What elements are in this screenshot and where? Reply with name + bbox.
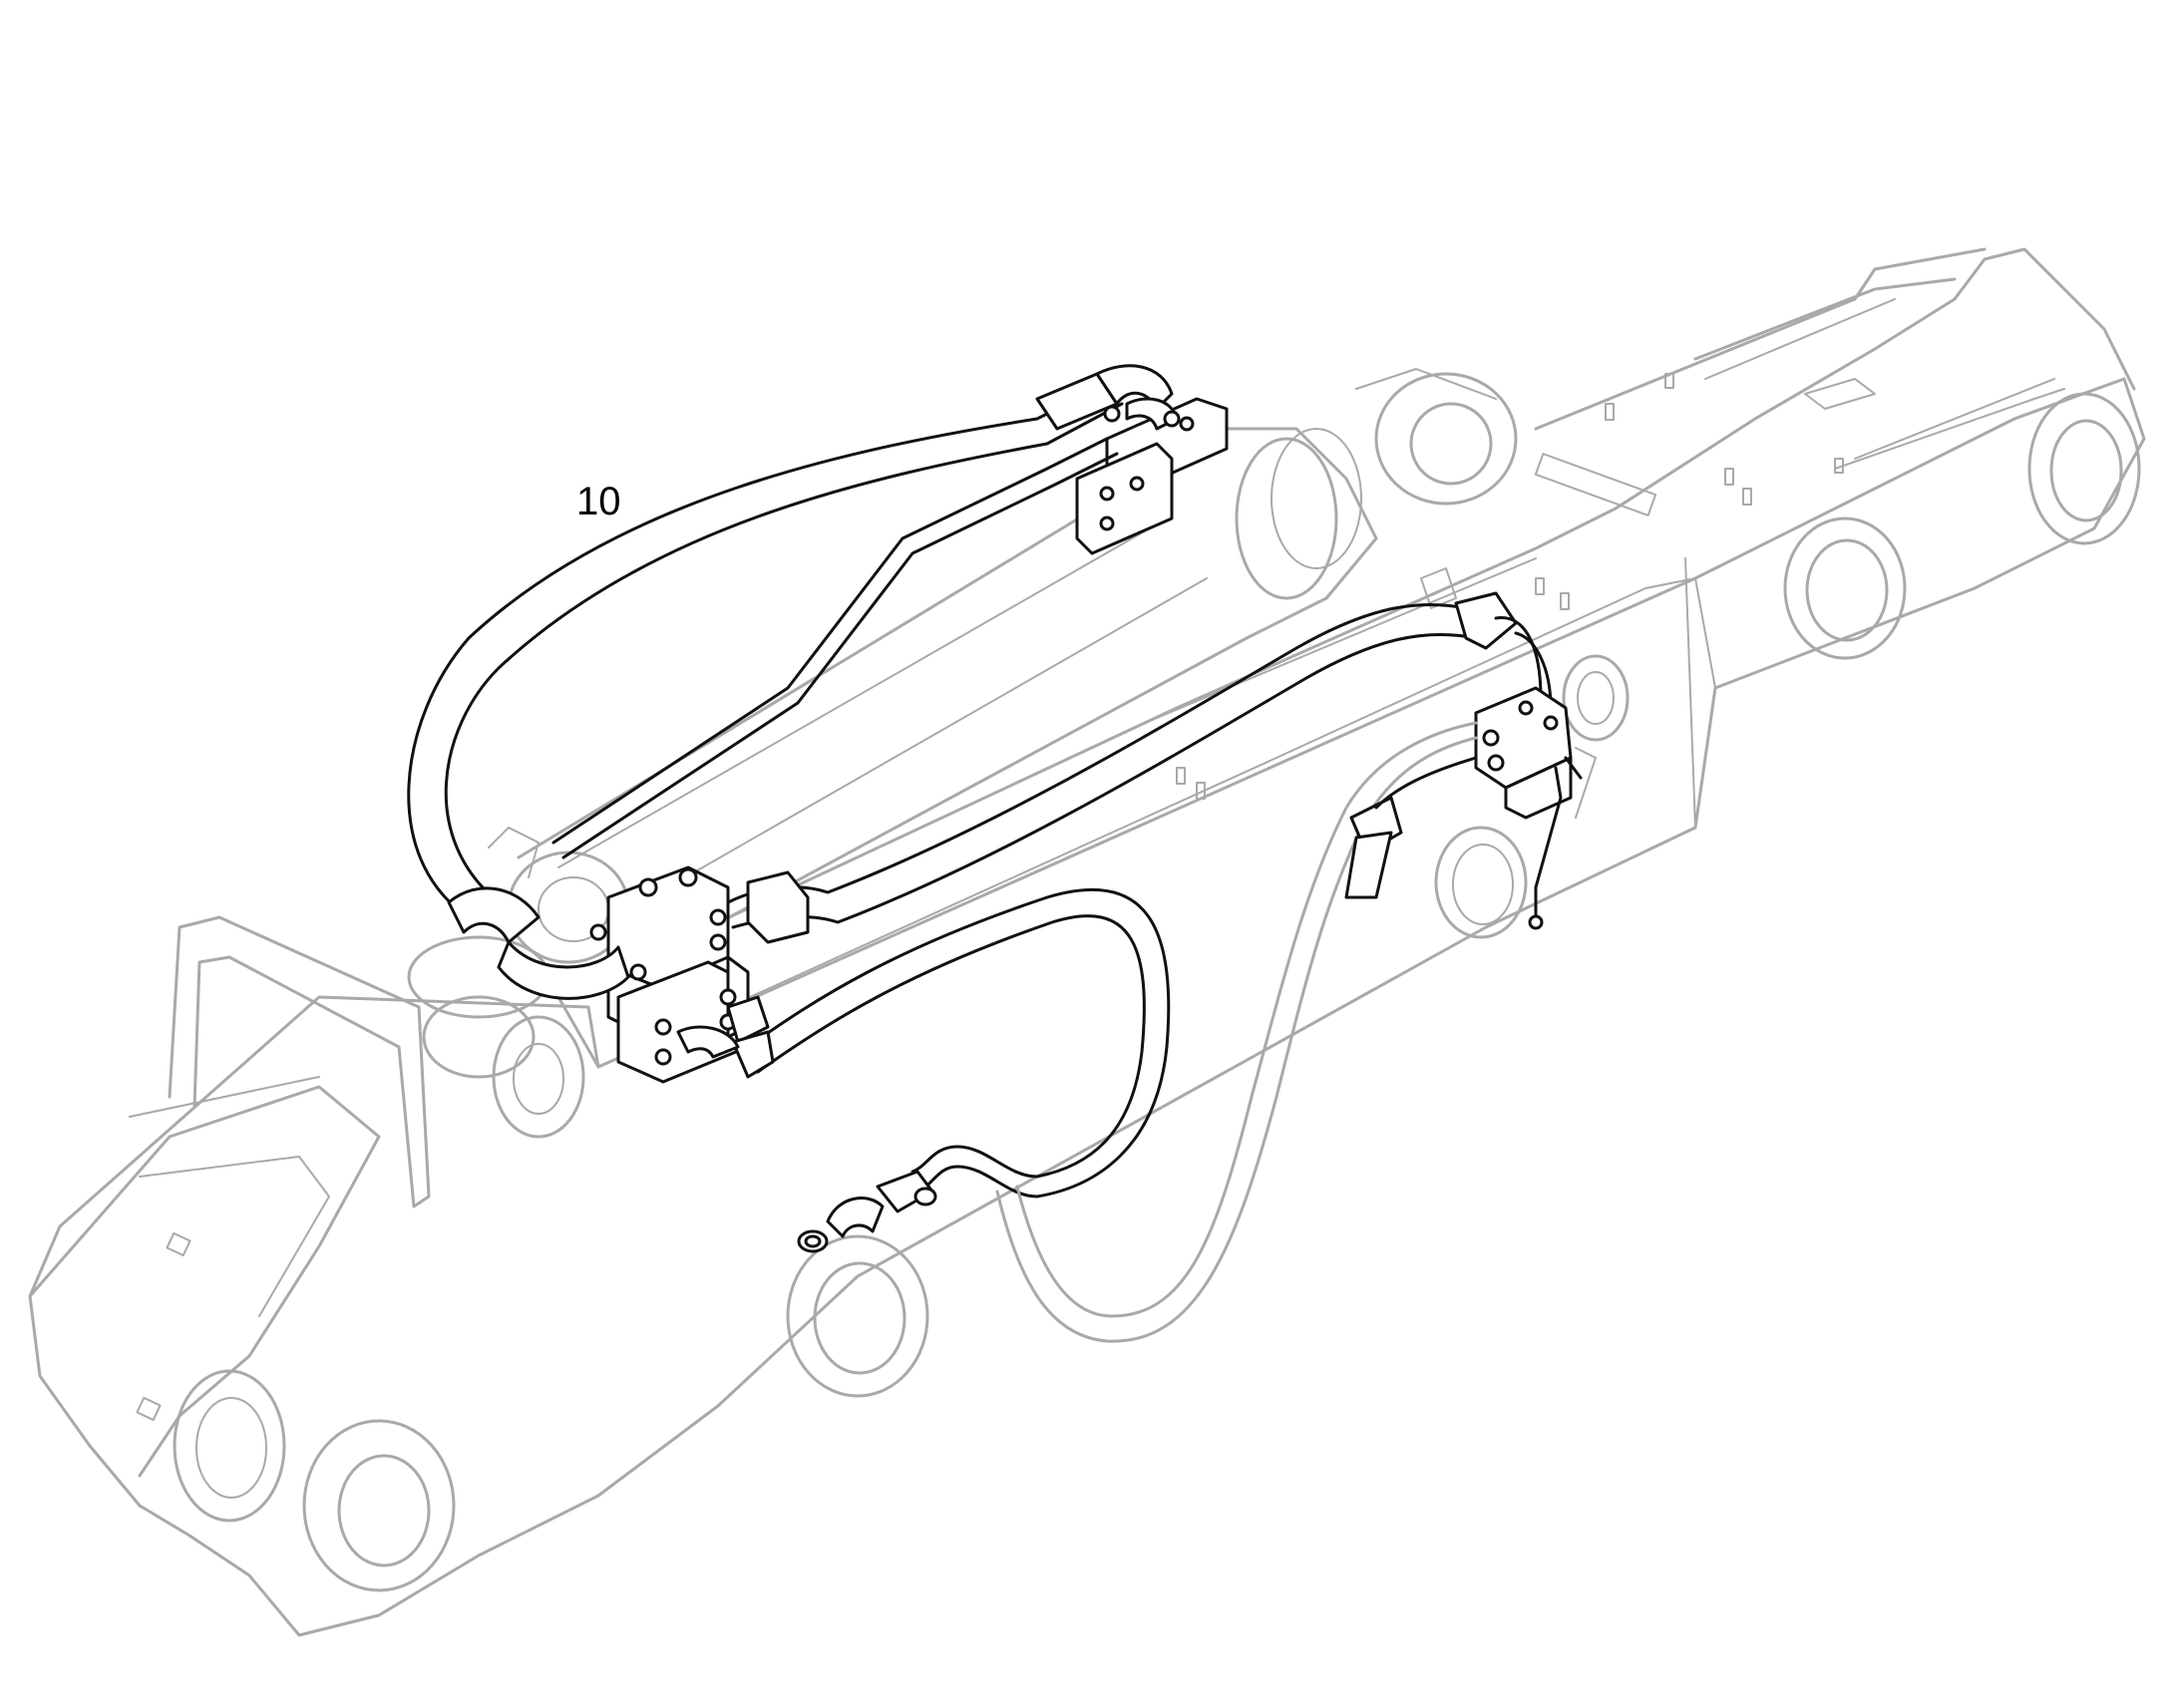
pipe-inner-upper: [551, 437, 1109, 845]
hose-upper-inner: [444, 402, 1124, 904]
boom-frame: [28, 247, 2146, 1637]
hose-lower-outer: [726, 602, 1468, 904]
hose-lower-return: [746, 887, 1171, 1198]
hose-lower-inner: [731, 632, 1478, 929]
hose-upper-outer: [407, 377, 1119, 919]
callout-label: 10: [576, 480, 621, 523]
right-manifold: [1474, 686, 1597, 930]
upper-manifold: [1075, 397, 1229, 555]
hydraulic-hose-assembly: [407, 364, 1597, 1343]
